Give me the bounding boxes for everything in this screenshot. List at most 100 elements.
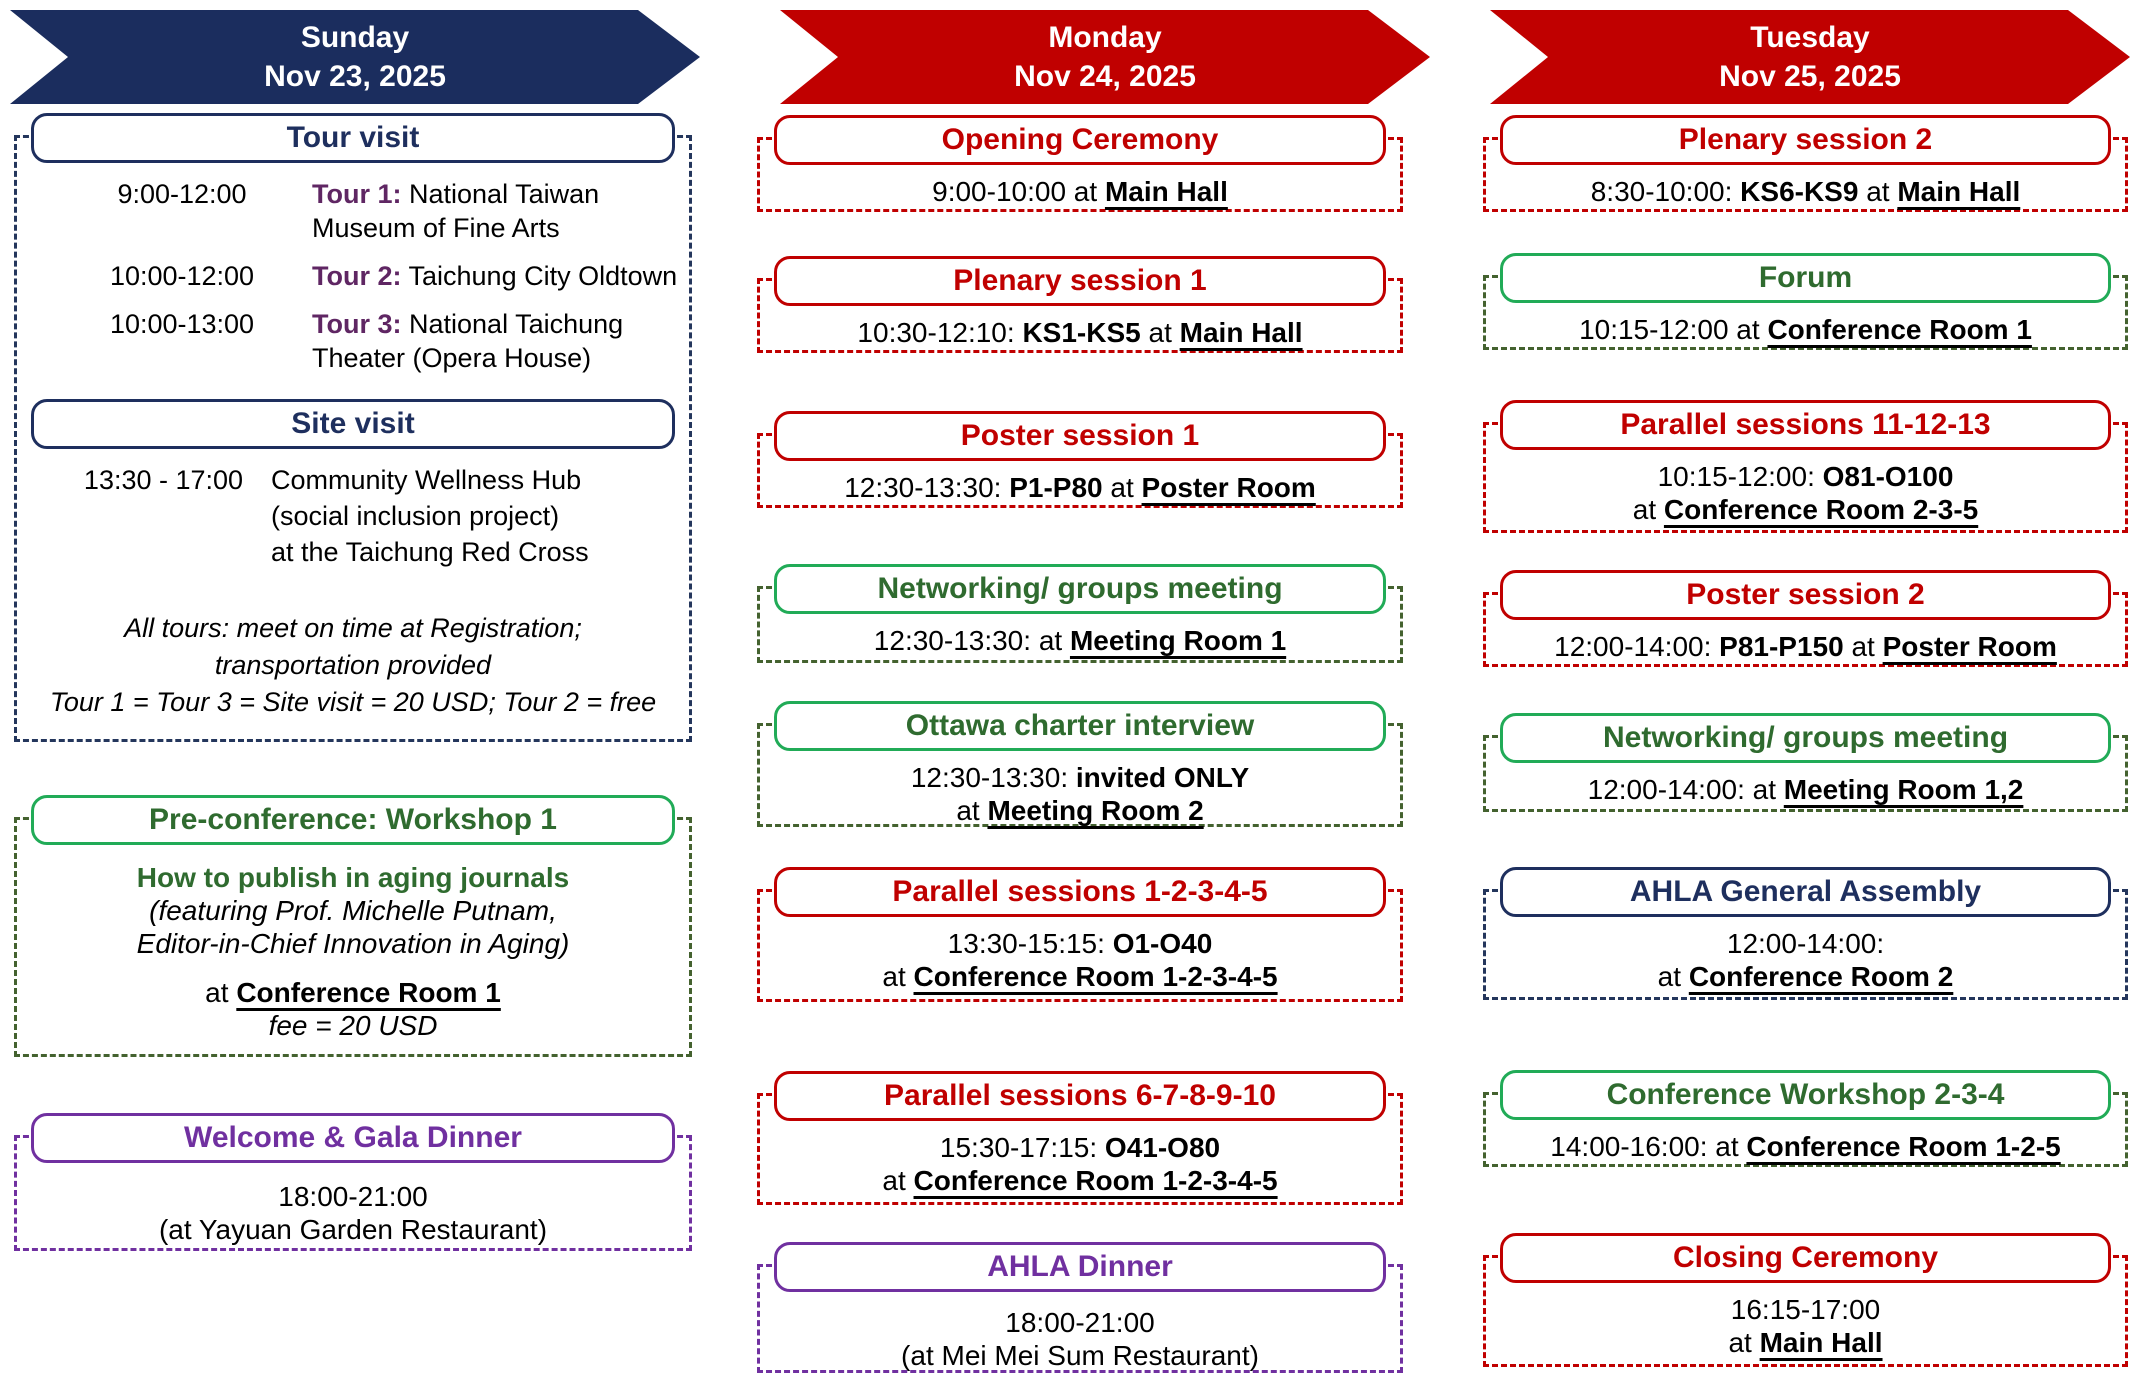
room-name-text: Conference Room 2-3-5 xyxy=(1663,494,1979,525)
event-title: Parallel sessions 1-2-3-4-5 xyxy=(774,867,1386,917)
text-segment: O1-O40 xyxy=(1112,928,1213,959)
event-line: 12:00-14:00: xyxy=(1493,927,2118,960)
text-segment: 12:30-13:30: xyxy=(910,762,1076,793)
event-title: Plenary session 1 xyxy=(774,256,1386,306)
text-segment: 12:00-14:00: xyxy=(1554,631,1720,662)
text-segment: (at Yayuan Garden Restaurant) xyxy=(158,1214,548,1245)
text-segment: Editor-in-Chief Innovation in Aging) xyxy=(136,928,570,959)
tour-label: Tour 1: xyxy=(312,179,402,209)
event-line: (featuring Prof. Michelle Putnam, xyxy=(24,894,682,927)
text-segment: at xyxy=(205,977,237,1008)
event-line: 10:15-12:00 at Conference Room 1 xyxy=(1493,313,2118,346)
banner-day: Monday xyxy=(1048,21,1162,54)
text-segment: at xyxy=(1843,631,1883,662)
text-segment: at xyxy=(882,1165,914,1196)
event-line: 16:15-17:00 xyxy=(1493,1293,2118,1326)
room-name-text: Conference Room 1-2-3-4-5 xyxy=(913,1165,1278,1196)
text-segment: O81-O100 xyxy=(1822,461,1954,492)
room-name-text: Main Hall xyxy=(1759,1327,1883,1358)
site-visit-description: Community Wellness Hub(social inclusion … xyxy=(271,462,682,570)
event-line: at the Taichung Red Cross xyxy=(271,537,589,567)
note-line: All tours: meet on time at Registration; xyxy=(124,613,582,643)
tour-label: Tour 3: xyxy=(312,309,402,339)
note-line: Tour 1 = Tour 3 = Site visit = 20 USD; T… xyxy=(49,687,657,717)
event-line: 10:15-12:00: O81-O100 xyxy=(1493,460,2118,493)
room-name-text: Conference Room 1-2-3-4-5 xyxy=(913,961,1278,992)
room-name-text: Poster Room xyxy=(1141,472,1316,503)
event-title: Welcome & Gala Dinner xyxy=(31,1113,675,1163)
room-name-text: Conference Room 2 xyxy=(1688,961,1954,992)
event-welcome-gala-dinner: Welcome & Gala Dinner 18:00-21:00(at Yayu… xyxy=(14,1113,692,1251)
text-segment: at xyxy=(1858,176,1898,207)
room-name-text: Conference Room 1-2-5 xyxy=(1746,1131,2061,1162)
event-body: 14:00-16:00: at Conference Room 1-2-5 xyxy=(1483,1130,2128,1163)
text-segment: at xyxy=(882,961,914,992)
text-segment: (at Mei Mei Sum Restaurant) xyxy=(901,1340,1259,1371)
text-segment: 12:00-14:00: at xyxy=(1587,774,1784,805)
event-title: Closing Ceremony xyxy=(1500,1233,2111,1283)
event-line: 8:30-10:00: KS6-KS9 at Main Hall xyxy=(1493,175,2118,208)
event-body: 12:00-14:00: P81-P150 at Poster Room xyxy=(1483,630,2128,663)
note-line: transportation provided xyxy=(214,650,492,680)
text-segment: at xyxy=(956,795,988,826)
event-title: Networking/ groups meeting xyxy=(1500,713,2111,763)
event-body: 18:00-21:00(at Mei Mei Sum Restaurant) xyxy=(757,1306,1403,1372)
event-body: 12:00-14:00: at Meeting Room 1,2 xyxy=(1483,773,2128,806)
text-segment: 12:30-13:30: at xyxy=(873,625,1070,656)
event-body: 12:00-14:00:at Conference Room 2 xyxy=(1483,927,2128,993)
banner-day: Tuesday xyxy=(1750,21,1870,54)
event-line: at Conference Room 1-2-3-4-5 xyxy=(767,1164,1393,1197)
text-segment: KS6-KS9 xyxy=(1740,176,1859,207)
event-title: Parallel sessions 6-7-8-9-10 xyxy=(774,1071,1386,1121)
event-line: How to publish in aging journals xyxy=(24,861,682,894)
text-segment: at xyxy=(1728,1327,1760,1358)
event-line: 18:00-21:00 xyxy=(24,1180,682,1213)
banner-date: Nov 24, 2025 xyxy=(1014,60,1196,93)
text-segment: 12:00-14:00: xyxy=(1726,928,1885,959)
event-line: (at Mei Mei Sum Restaurant) xyxy=(767,1339,1393,1372)
tour-label: Tour 2: xyxy=(312,261,402,291)
event-body: 8:30-10:00: KS6-KS9 at Main Hall xyxy=(1483,175,2128,208)
event-title: AHLA Dinner xyxy=(774,1242,1386,1292)
room-name-text: Main Hall xyxy=(1179,317,1303,348)
text-segment: 8:30-10:00: xyxy=(1590,176,1741,207)
event-pre-conference-workshop-1: Pre-conference: Workshop 1 How to publish… xyxy=(14,795,692,1057)
event-title: Poster session 1 xyxy=(774,411,1386,461)
site-visit-time: 13:30 - 17:00 xyxy=(83,465,244,495)
event-title: Ottawa charter interview xyxy=(774,701,1386,751)
event-body: 18:00-21:00(at Yayuan Garden Restaurant) xyxy=(14,1180,692,1246)
event-line: at Conference Room 2 xyxy=(1493,960,2118,993)
event-line: 10:30-12:10: KS1-KS5 at Main Hall xyxy=(767,316,1393,349)
text-segment: Theater (Opera House) xyxy=(312,343,592,373)
banner-date: Nov 25, 2025 xyxy=(1719,60,1901,93)
event-body: 9:00-10:00 at Main Hall xyxy=(757,175,1403,208)
room-name-text: Meeting Room 1,2 xyxy=(1783,774,2024,805)
text-segment: Museum of Fine Arts xyxy=(312,213,560,243)
event-line: Museum of Fine Arts xyxy=(312,211,676,245)
banner-day: Sunday xyxy=(300,21,410,54)
event-title: AHLA General Assembly xyxy=(1500,867,2111,917)
text-segment: KS1-KS5 xyxy=(1022,317,1141,348)
room-name-text: Conference Room 1 xyxy=(236,977,501,1008)
text-segment: at xyxy=(1102,472,1142,503)
event-title: Pre-conference: Workshop 1 xyxy=(31,795,675,845)
text-segment: 9:00-10:00 at xyxy=(932,176,1105,207)
event-line: (at Yayuan Garden Restaurant) xyxy=(24,1213,682,1246)
event-body: How to publish in aging journals(featuri… xyxy=(14,861,692,1042)
text-segment: 10:30-12:10: xyxy=(857,317,1023,348)
